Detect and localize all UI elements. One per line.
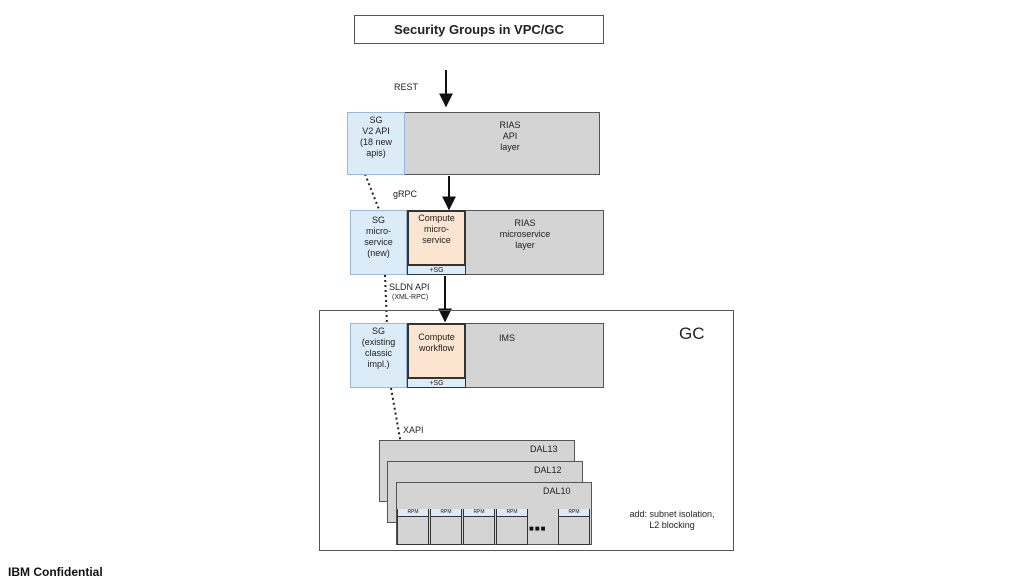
- compute-wf-sg-strip: +SG: [407, 378, 466, 388]
- sg-classic-line1: SG: [371, 326, 385, 336]
- compute-ms-line2: micro-: [424, 224, 449, 234]
- sg-v2-api-line3: (18 new: [359, 137, 393, 147]
- ims-label: IMS: [499, 333, 516, 343]
- rpm-label: RPM: [431, 509, 461, 517]
- xapi-label: XAPI: [403, 425, 424, 435]
- feature-note: add: subnet isolation, L2 blocking: [612, 509, 732, 531]
- sg-v2-api-line4: apis): [366, 148, 386, 158]
- grpc-label: gRPC: [393, 189, 418, 199]
- sg-ms-line4: (new): [367, 248, 390, 258]
- sldn-api-label: SLDN API: [389, 282, 430, 292]
- sg-classic-box: SG (existing classic impl.): [350, 323, 407, 388]
- datacenter-dal13-label: DAL13: [530, 444, 558, 454]
- rpm-host: RPM: [430, 509, 462, 545]
- sg-classic-line4: impl.): [367, 359, 390, 369]
- rias-ms-label: RIAS microservice layer: [485, 218, 565, 251]
- rpm-host: RPM: [463, 509, 495, 545]
- datacenter-dal12-label: DAL12: [534, 465, 562, 475]
- sg-ms-line1: SG: [371, 215, 385, 225]
- rias-api-label: RIAS API layer: [470, 120, 550, 153]
- rpm-host: RPM: [397, 509, 429, 545]
- confidential-footer: IBM Confidential: [8, 565, 103, 579]
- sg-ms-line3: service: [364, 237, 393, 247]
- compute-wf-line2: workflow: [418, 343, 454, 353]
- rias-api-line3: layer: [500, 142, 520, 152]
- diagram-title: Security Groups in VPC/GC: [354, 15, 604, 44]
- sg-v2-api-box: SG V2 API (18 new apis): [347, 112, 405, 175]
- rias-ms-line3: layer: [515, 240, 535, 250]
- rias-ms-line1: RIAS: [514, 218, 536, 228]
- compute-ms-sg-strip: +SG: [407, 265, 466, 275]
- rpm-host: RPM: [558, 509, 590, 545]
- sg-classic-line3: classic: [364, 348, 392, 358]
- sg-microservice-box: SG micro- service (new): [350, 210, 407, 275]
- rias-ms-line2: microservice: [499, 229, 551, 239]
- sg-ms-line2: micro-: [366, 226, 391, 236]
- rest-label: REST: [394, 82, 419, 92]
- gc-label: GC: [679, 324, 705, 343]
- compute-microservice-box: Compute micro- service: [407, 210, 466, 266]
- rpm-host: RPM: [496, 509, 528, 545]
- sg-classic-line2: (existing: [361, 337, 396, 347]
- sldn-api-sublabel: (XML-RPC): [392, 294, 429, 301]
- rpm-ellipsis: ■■■: [529, 524, 547, 533]
- sg-v2-api-line2: V2 API: [362, 126, 390, 136]
- compute-ms-line1: Compute: [418, 213, 455, 223]
- feature-note-line2: L2 blocking: [649, 520, 695, 530]
- dotted-line-ms-to-gc: [384, 274, 388, 326]
- compute-wf-line1: Compute: [418, 332, 455, 342]
- dotted-line-api-to-ms: [364, 173, 381, 213]
- rpm-label: RPM: [497, 509, 527, 517]
- rias-api-line1: RIAS: [499, 120, 521, 130]
- compute-ms-line3: service: [422, 235, 451, 245]
- gc-region: [319, 310, 734, 551]
- rpm-label: RPM: [464, 509, 494, 517]
- feature-note-line1: add: subnet isolation,: [629, 509, 715, 519]
- datacenter-dal10-label: DAL10: [543, 486, 571, 496]
- rpm-label: RPM: [559, 509, 589, 517]
- rpm-label: RPM: [398, 509, 428, 517]
- rias-api-line2: API: [502, 131, 518, 141]
- sg-v2-api-line1: SG: [369, 115, 383, 125]
- compute-workflow-box: Compute workflow: [407, 323, 466, 379]
